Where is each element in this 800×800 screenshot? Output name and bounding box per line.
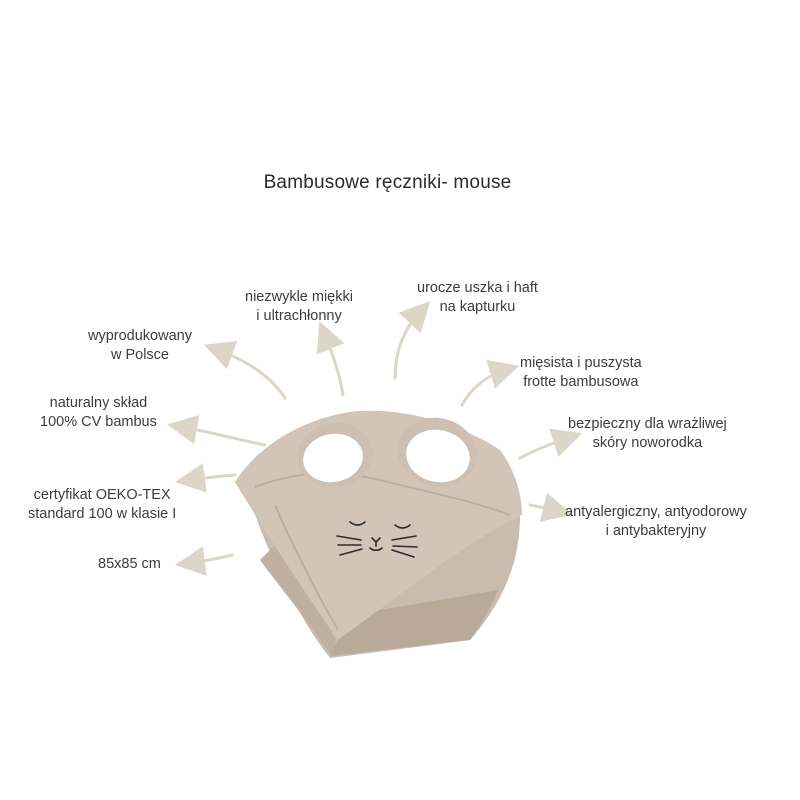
label-anti-line2: i antybakteryjny bbox=[605, 523, 707, 539]
label-safe-line1: bezpieczny dla wrażliwej bbox=[568, 416, 727, 432]
arrow-terry bbox=[460, 359, 520, 407]
label-terry-line1: mięsista i puszysta bbox=[520, 355, 642, 371]
label-terry: mięsista i puszysta frotte bambusowa bbox=[520, 354, 642, 392]
label-size: 85x85 cm bbox=[98, 555, 161, 574]
label-made-in-line2: w Polsce bbox=[110, 347, 169, 363]
mouse-face bbox=[336, 521, 418, 558]
label-composition-line1: naturalny skład bbox=[49, 395, 148, 411]
arrow-safe bbox=[518, 428, 583, 460]
arrow-made-in bbox=[203, 341, 287, 400]
arrow-composition bbox=[167, 414, 267, 447]
label-anti-line1: antyalergiczny, antyodorowy bbox=[565, 504, 747, 520]
label-made-in: wyprodukowany w Polsce bbox=[88, 327, 192, 365]
label-soft: niezwykle miękki i ultrachłonny bbox=[245, 288, 353, 326]
arrow-anti bbox=[528, 492, 573, 522]
ear-left bbox=[297, 422, 373, 488]
arrow-size bbox=[175, 546, 234, 576]
arrow-certificate bbox=[175, 463, 237, 493]
label-size-line1: 85x85 cm bbox=[98, 556, 161, 572]
label-soft-line2: i ultrachłonny bbox=[256, 308, 342, 324]
label-made-in-line1: wyprodukowany bbox=[88, 328, 192, 344]
label-composition-line2: 100% CV bambus bbox=[40, 414, 157, 430]
label-certificate-line1: certyfikat OEKO-TEX bbox=[33, 487, 171, 503]
label-ears: urocze uszka i haft na kapturku bbox=[417, 279, 538, 317]
label-ears-line1: urocze uszka i haft bbox=[417, 280, 538, 296]
label-terry-line2: frotte bambusowa bbox=[523, 374, 639, 390]
label-certificate: certyfikat OEKO-TEX standard 100 w klasi… bbox=[28, 486, 176, 524]
arrow-ears bbox=[393, 301, 431, 380]
ear-right bbox=[397, 417, 477, 487]
page-title: Bambusowe ręczniki- mouse bbox=[263, 172, 512, 193]
label-certificate-line2: standard 100 w klasie I bbox=[28, 506, 177, 522]
label-safe: bezpieczny dla wrażliwej skóry noworodka bbox=[568, 415, 727, 453]
label-soft-line1: niezwykle miękki bbox=[245, 289, 353, 305]
arrow-soft bbox=[316, 321, 345, 397]
label-composition: naturalny skład 100% CV bambus bbox=[40, 394, 157, 432]
towel bbox=[235, 410, 522, 658]
label-safe-line2: skóry noworodka bbox=[592, 435, 703, 451]
label-ears-line2: na kapturku bbox=[439, 299, 516, 315]
arrows bbox=[167, 301, 583, 576]
label-anti: antyalergiczny, antyodorowy i antybakter… bbox=[565, 503, 747, 541]
